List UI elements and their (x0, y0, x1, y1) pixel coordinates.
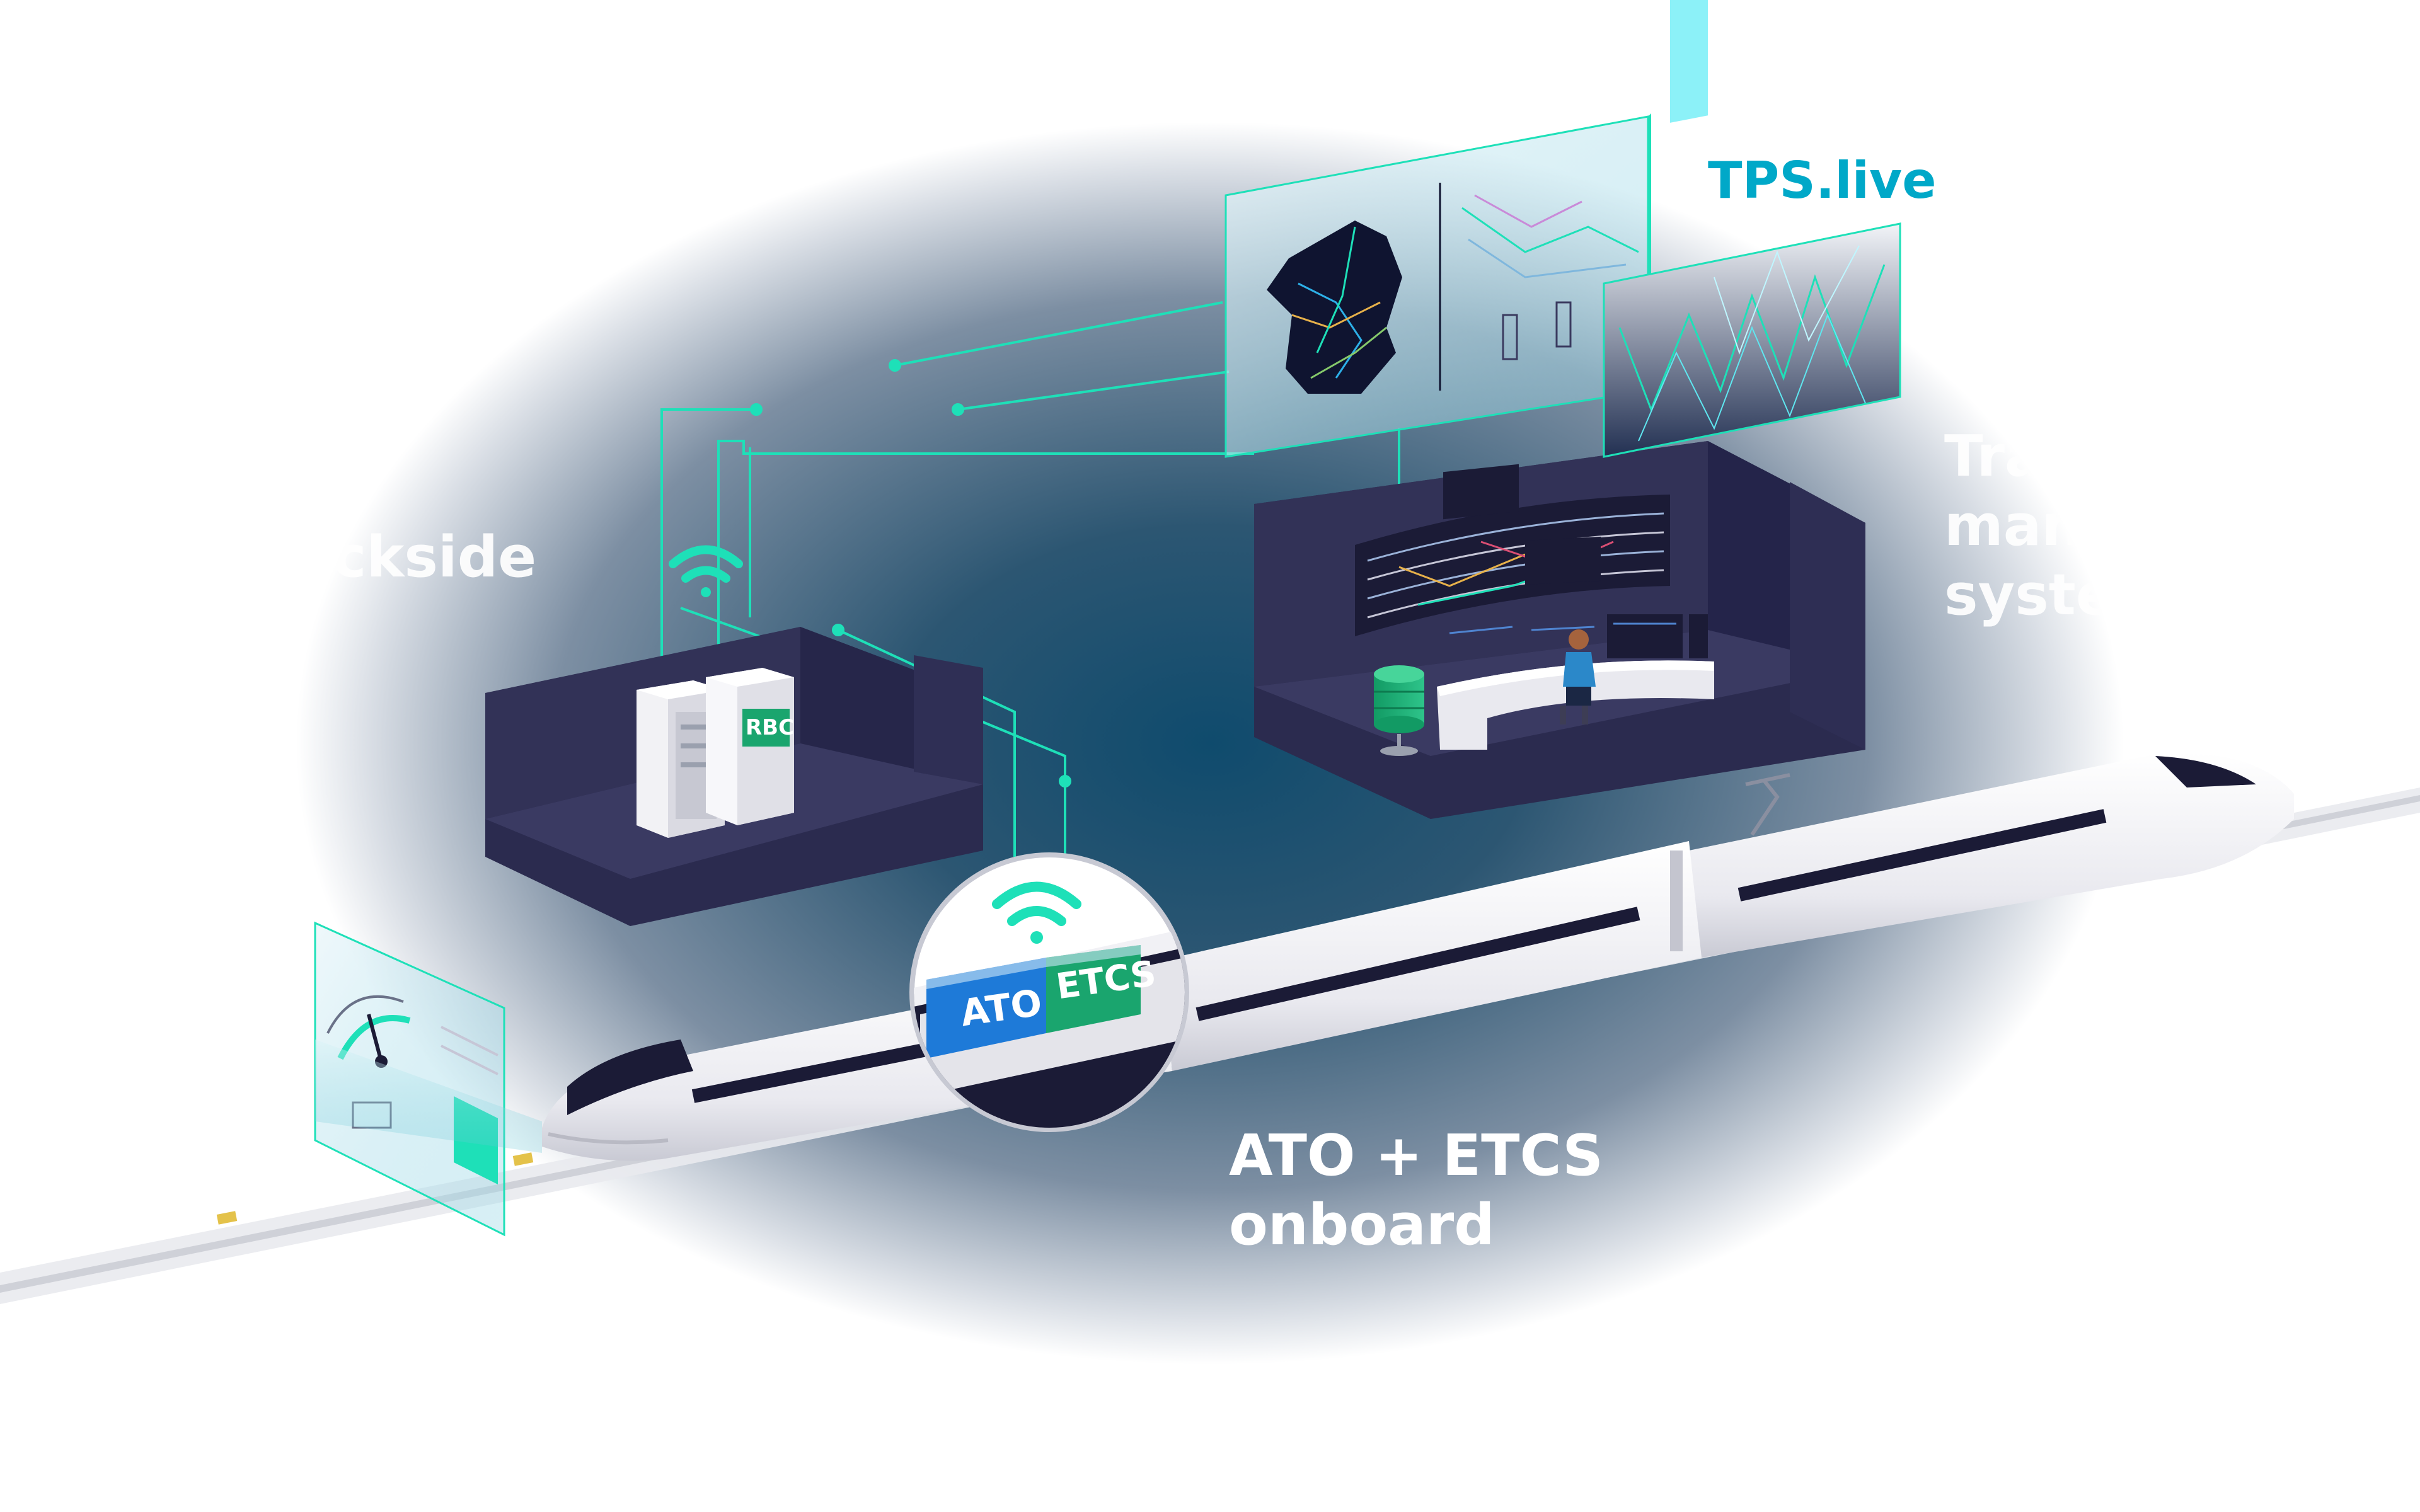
france-map (1267, 220, 1402, 394)
control-room (1254, 441, 1865, 819)
ato-trackside-line-1: ATO (239, 455, 366, 521)
car-gap (1670, 850, 1683, 951)
balise (512, 1152, 534, 1166)
ato-etcs-onboard-label: ATO + ETCS onboard (1229, 1121, 1603, 1260)
network-map-screen (1224, 113, 1651, 458)
tps-live-panel (1603, 0, 1901, 458)
ato-trackside-label: ATO trackside (239, 454, 536, 592)
tms-line-1: Traffic (1944, 423, 2140, 490)
operator-desk (1437, 464, 1714, 750)
rbc-room (485, 545, 983, 926)
etcs-module (1046, 945, 1141, 1033)
tms-line-3: system (1944, 561, 2174, 628)
balise (216, 1211, 238, 1225)
wifi-icon (669, 545, 743, 597)
operator (1560, 629, 1596, 724)
tps-live-title: TPS.live (1708, 151, 1937, 210)
wifi-icon (992, 881, 1081, 944)
onboard-magnifier (909, 852, 1189, 1132)
cab-window (567, 1040, 693, 1115)
traffic-management-label: Traffic management system (1944, 422, 2365, 629)
onboard-line-1: ATO + ETCS (1229, 1123, 1604, 1189)
rbc-cabinet (706, 668, 794, 825)
pantograph (1745, 773, 1790, 836)
rbc-badge (742, 709, 790, 747)
tms-line-2: management (1944, 492, 2365, 559)
onboard-line-2: onboard (1229, 1191, 1495, 1258)
ato-trackside-line-2: trackside (239, 524, 537, 590)
rbc-label: RBC (746, 715, 795, 740)
database-icon (1374, 665, 1424, 756)
